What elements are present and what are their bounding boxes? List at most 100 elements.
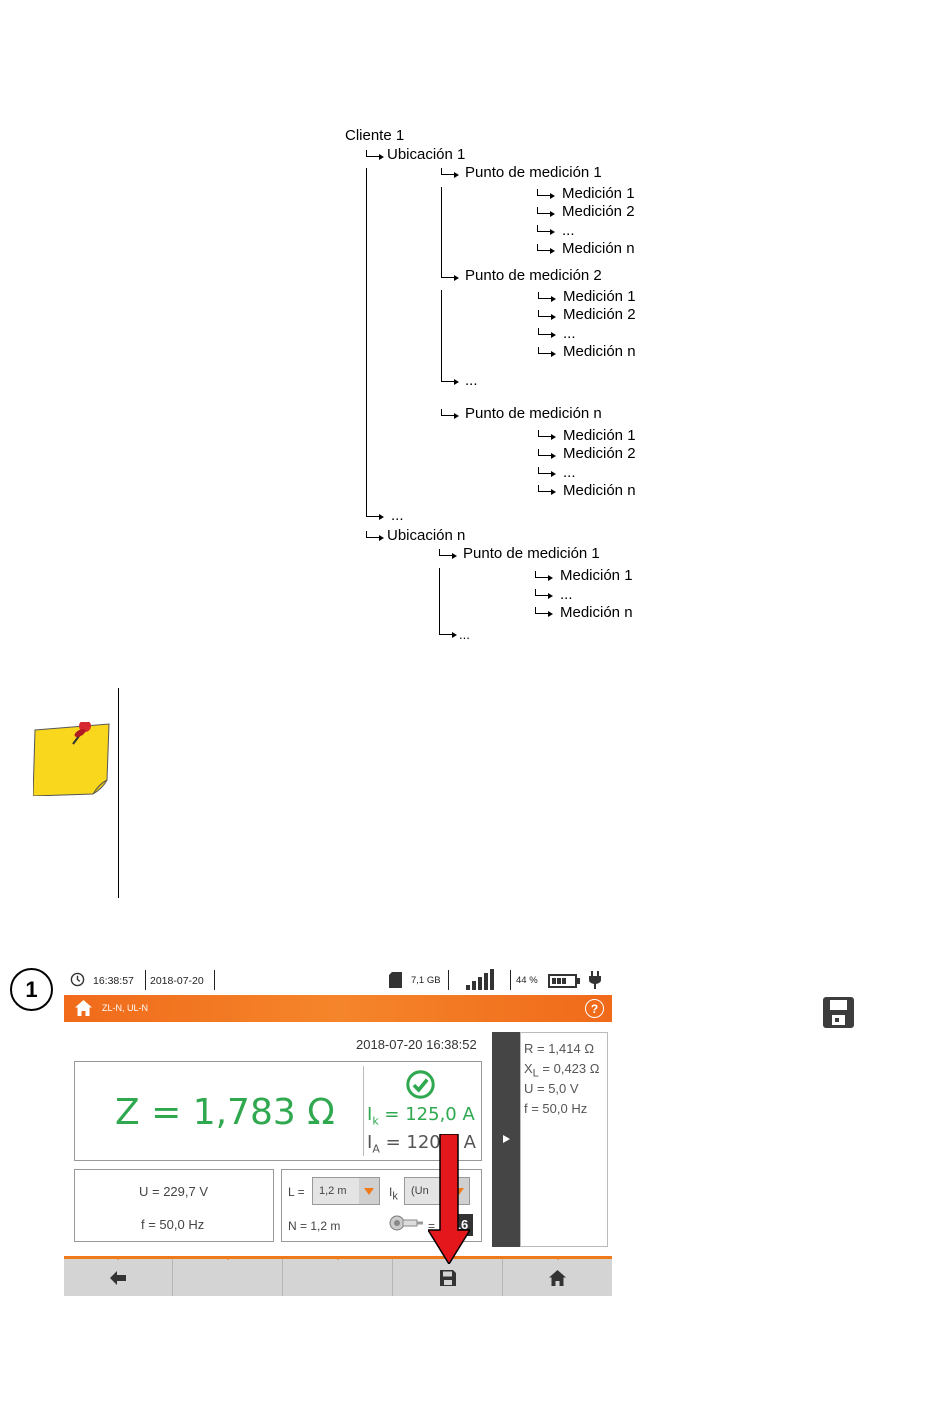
tree-arrow-icon bbox=[366, 150, 384, 160]
tree-arrow-icon bbox=[538, 430, 556, 440]
ik-select-value: (Un bbox=[411, 1185, 429, 1197]
neutral-length: N = 1,2 m bbox=[288, 1219, 341, 1233]
lead-length-label: L = bbox=[288, 1185, 305, 1199]
status-separator bbox=[145, 970, 146, 990]
tree-measurement: Medición 1 bbox=[560, 567, 633, 584]
tree-measurement: Medición 1 bbox=[562, 185, 635, 202]
tree-arrow-icon bbox=[441, 168, 459, 178]
tree-measurement: Medición n bbox=[563, 343, 636, 360]
tree-arrow-icon bbox=[538, 467, 556, 477]
pointer-arrow-icon bbox=[428, 1134, 470, 1264]
tree-arrow-icon bbox=[441, 409, 459, 419]
home-icon bbox=[549, 1270, 566, 1286]
status-date: 2018-07-20 bbox=[150, 975, 204, 987]
tree-arrow-icon bbox=[537, 244, 555, 254]
tree-connector bbox=[366, 168, 367, 514]
voltage-value: U = 229,7 V bbox=[139, 1184, 209, 1199]
side-results-panel: R = 1,414 Ω XL = 0,423 Ω U = 5,0 V f = 5… bbox=[520, 1032, 608, 1247]
tab-marker bbox=[553, 1256, 562, 1260]
lead-length-value: 1,2 m bbox=[319, 1185, 347, 1197]
tree-measurement: Medición 1 bbox=[563, 288, 636, 305]
result-divider bbox=[363, 1066, 364, 1156]
chevron-down-icon bbox=[359, 1178, 379, 1204]
save-button[interactable] bbox=[393, 1256, 503, 1296]
tree-point-1: Punto de medición 1 bbox=[463, 545, 600, 562]
tree-arrow-icon bbox=[366, 531, 384, 541]
measurement-timestamp: 2018-07-20 16:38:52 bbox=[356, 1037, 477, 1052]
main-result-panel: Z = 1,783 Ω Ik = 125,0 A IA = 120,0 A bbox=[74, 1061, 482, 1161]
tree-arrow-icon bbox=[538, 328, 556, 338]
toolbar-button-empty[interactable] bbox=[173, 1256, 283, 1296]
tree-connector bbox=[441, 187, 442, 277]
tree-ellipsis: ... bbox=[562, 222, 575, 239]
tab-marker bbox=[114, 1256, 122, 1260]
tree-arrow-icon bbox=[439, 549, 457, 559]
battery-icon bbox=[548, 974, 580, 988]
side-voltage-value: U = 5,0 V bbox=[524, 1081, 579, 1096]
tree-point-2: Punto de medición 2 bbox=[465, 267, 602, 284]
lead-length-select[interactable]: 1,2 m bbox=[312, 1177, 380, 1205]
tree-arrow-icon bbox=[535, 607, 553, 617]
title-bar: ZL-N, UL-N ? bbox=[64, 995, 612, 1022]
device-screen: 16:38:57 2018-07-20 7,1 GB 44 % bbox=[64, 966, 612, 1296]
tree-measurement: Medición 2 bbox=[563, 445, 636, 462]
tree-arrow-icon bbox=[441, 375, 459, 385]
tab-marker bbox=[223, 1256, 232, 1260]
reactance-value: XL = 0,423 Ω bbox=[524, 1061, 600, 1080]
status-battery-percent: 44 % bbox=[516, 975, 538, 986]
toolbar-button-empty[interactable] bbox=[283, 1256, 393, 1296]
short-circuit-current: Ik = 125,0 A bbox=[367, 1104, 475, 1128]
tree-ellipsis: ... bbox=[465, 372, 478, 389]
tree-connector bbox=[441, 290, 442, 380]
tree-measurement: Medición 2 bbox=[563, 306, 636, 323]
chevron-right-icon bbox=[503, 1135, 510, 1143]
tree-arrow-icon bbox=[537, 225, 555, 235]
tree-point-1: Punto de medición 1 bbox=[465, 164, 602, 181]
tree-point-n: Punto de medición n bbox=[465, 405, 602, 422]
tree-arrow-icon bbox=[537, 189, 555, 199]
signal-icon bbox=[466, 969, 494, 990]
tree-arrow-icon bbox=[537, 207, 555, 217]
plug-power-icon bbox=[589, 971, 601, 989]
tree-ellipsis: ... bbox=[560, 586, 573, 603]
tree-measurement: Medición 2 bbox=[562, 203, 635, 220]
check-icon bbox=[406, 1070, 435, 1099]
tree-measurement: Medición n bbox=[563, 482, 636, 499]
tree-arrow-icon bbox=[538, 449, 556, 459]
sd-card-icon bbox=[389, 972, 402, 988]
equals-sign: = bbox=[428, 1219, 436, 1233]
side-panel-toggle[interactable] bbox=[492, 1032, 520, 1247]
impedance-value: Z = 1,783 Ω bbox=[115, 1092, 335, 1133]
help-icon[interactable]: ? bbox=[585, 999, 604, 1018]
side-frequency-value: f = 50,0 Hz bbox=[524, 1101, 588, 1116]
bottom-toolbar bbox=[64, 1256, 612, 1296]
tree-arrow-icon bbox=[538, 292, 556, 302]
clock-icon bbox=[70, 972, 85, 987]
tree-arrow-icon bbox=[538, 310, 556, 320]
tree-arrow-icon bbox=[538, 485, 556, 495]
back-button[interactable] bbox=[64, 1256, 173, 1296]
tree-location-n: Ubicación n bbox=[387, 527, 466, 544]
save-disk-icon bbox=[823, 997, 854, 1028]
tree-arrow-icon bbox=[366, 510, 384, 520]
home-icon[interactable] bbox=[75, 1000, 92, 1016]
tree-ellipsis: ... bbox=[391, 507, 404, 524]
back-arrow-icon bbox=[110, 1271, 126, 1285]
tree-measurement: Medición 1 bbox=[563, 427, 636, 444]
home-button[interactable] bbox=[503, 1256, 612, 1296]
status-time: 16:38:57 bbox=[93, 975, 134, 987]
status-storage: 7,1 GB bbox=[411, 975, 441, 986]
note-divider bbox=[118, 688, 119, 898]
status-separator bbox=[214, 970, 215, 990]
tree-arrow-icon bbox=[535, 589, 553, 599]
status-bar: 16:38:57 2018-07-20 7,1 GB 44 % bbox=[64, 966, 612, 995]
probe-adapter-icon bbox=[389, 1215, 423, 1231]
voltage-frequency-panel: U = 229,7 V f = 50,0 Hz bbox=[74, 1169, 274, 1242]
resistance-value: R = 1,414 Ω bbox=[524, 1041, 595, 1056]
tab-marker bbox=[333, 1256, 342, 1260]
tree-ellipsis: ... bbox=[563, 464, 576, 481]
tree-connector bbox=[439, 568, 440, 632]
tree-arrow-icon bbox=[538, 347, 556, 357]
tree-client: Cliente 1 bbox=[345, 127, 405, 144]
note-pin-icon bbox=[33, 722, 110, 796]
